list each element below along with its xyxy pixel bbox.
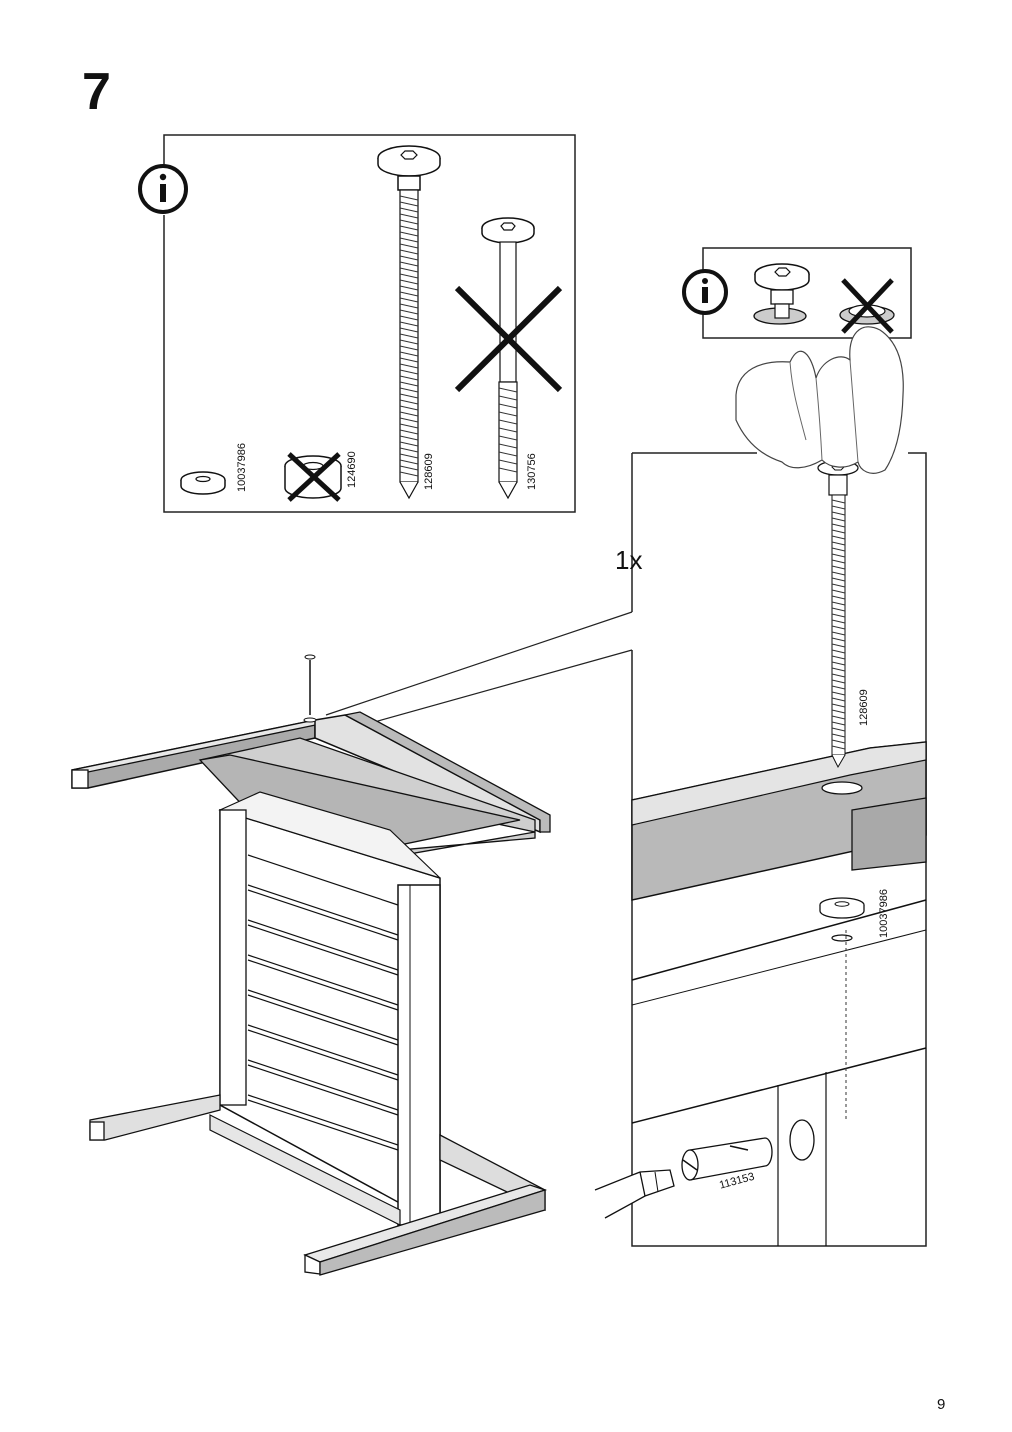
part-id-label: 124690 xyxy=(346,451,358,488)
detail-bolt xyxy=(817,460,859,769)
part-id-label: 10037986 xyxy=(236,443,248,492)
short-bolt-part xyxy=(454,217,563,500)
washer-part xyxy=(180,471,226,495)
washer-correct-orientation xyxy=(753,263,810,325)
detail-bolt-label: 128609 xyxy=(858,689,870,726)
part-id-label: 130756 xyxy=(526,453,538,490)
thick-washer-part xyxy=(284,452,342,502)
info-icon xyxy=(682,269,728,315)
part-id-label: 128609 xyxy=(423,453,435,490)
detail-washer-label: 10037986 xyxy=(878,889,890,938)
info-icon xyxy=(138,164,188,214)
page-number: 9 xyxy=(937,1396,946,1413)
step-number: 7 xyxy=(82,63,111,121)
barrel-nut xyxy=(681,1137,773,1181)
screwdriver xyxy=(594,1169,675,1219)
hand xyxy=(735,326,904,474)
long-bolt-part xyxy=(377,145,441,500)
bed-frame xyxy=(71,654,551,1276)
washer-wrong-orientation xyxy=(839,278,895,334)
quantity-label: 1x xyxy=(615,545,643,575)
detail-view xyxy=(325,326,927,1247)
